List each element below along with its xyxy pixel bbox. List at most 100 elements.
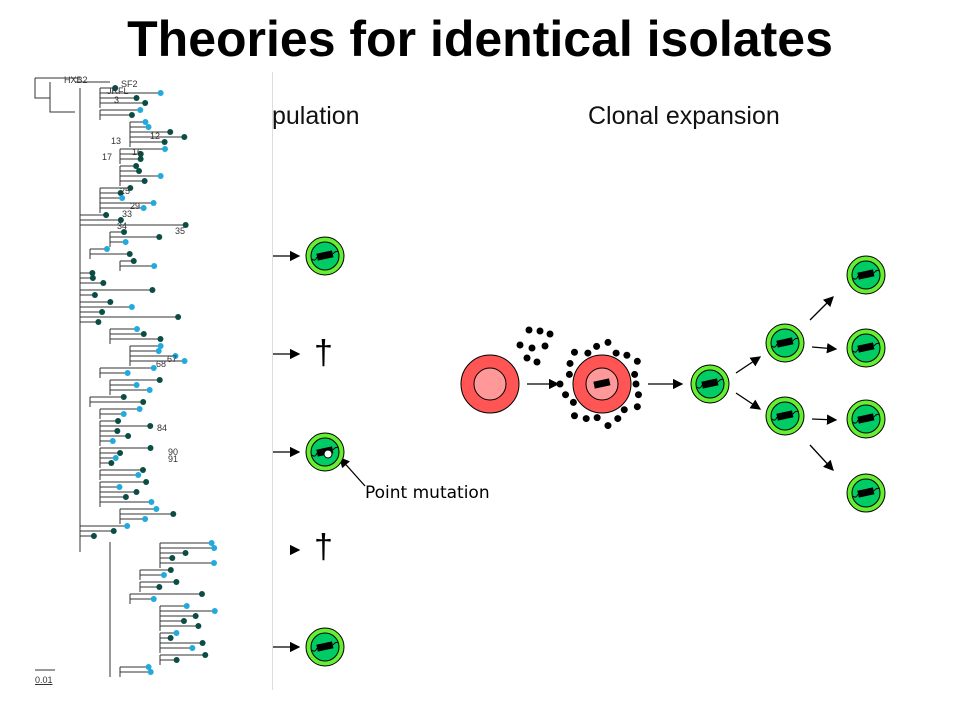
tree-leaf	[145, 124, 152, 130]
tree-leaf	[95, 319, 102, 325]
tree-leaf	[148, 499, 155, 505]
tree-leaf	[142, 100, 149, 106]
tree-leaf	[167, 635, 174, 641]
tree-leaf	[119, 195, 126, 201]
virion	[570, 412, 578, 420]
cell	[305, 236, 345, 276]
virion	[582, 415, 590, 423]
tree-leaf	[156, 377, 163, 383]
cell	[846, 328, 886, 368]
tree-leaf	[128, 304, 135, 310]
virion	[584, 349, 592, 357]
tree-leaf	[115, 418, 122, 424]
tree-leaf	[182, 550, 189, 556]
tree-leaf	[157, 173, 164, 179]
virion	[614, 415, 622, 423]
tree-leaf	[117, 217, 124, 223]
tree-label: 90	[168, 447, 179, 457]
tree-leaf	[133, 326, 140, 332]
left-heading: pulation	[272, 102, 360, 130]
arrow	[809, 296, 834, 321]
tree-leaf	[199, 640, 206, 646]
tree-leaf	[112, 85, 119, 91]
tree-leaf	[114, 428, 121, 434]
tree-leaf	[211, 608, 218, 614]
tree-leaf	[137, 107, 144, 113]
tree-leaf	[136, 406, 143, 412]
tree-leaf	[156, 234, 163, 240]
tree-leaf	[142, 119, 149, 125]
tree-leaf	[120, 411, 127, 417]
tree-label: HXB2	[64, 75, 88, 85]
tree-leaf	[172, 353, 179, 359]
tree-leaf	[173, 630, 180, 636]
tree-leaf	[180, 618, 187, 624]
tree-leaf	[157, 343, 164, 349]
tree-label: 34	[117, 221, 128, 231]
tree-leaf	[128, 112, 135, 118]
tree-leaf	[124, 523, 131, 529]
tree-leaf	[112, 455, 119, 461]
tree-leaf	[192, 613, 199, 619]
tree-leaf	[117, 190, 124, 196]
tree-leaf	[150, 596, 157, 602]
tree-label: 67	[167, 354, 178, 364]
tree-canvas	[34, 77, 218, 677]
arrow	[735, 356, 762, 374]
virion	[566, 359, 574, 367]
tree-leaf	[124, 370, 131, 376]
tree-leaf	[133, 163, 140, 169]
tree-leaf	[135, 472, 142, 478]
tree-leaf	[202, 652, 209, 658]
virion	[623, 351, 631, 359]
virion	[565, 370, 573, 378]
tree-leaf	[127, 185, 134, 191]
tree-leaf	[143, 479, 150, 485]
virion	[562, 391, 570, 399]
tree-leaf	[120, 394, 127, 400]
virion	[556, 380, 564, 388]
tree-leaf	[117, 450, 124, 456]
tree-label: 33	[122, 209, 133, 219]
tree-label: 25	[120, 186, 131, 196]
tree-leaf	[90, 533, 97, 539]
tree-leaf	[169, 555, 176, 561]
tree-leaf	[122, 494, 129, 500]
arrow	[339, 457, 366, 487]
tree-leaf	[181, 358, 188, 364]
tree-leaf	[147, 669, 154, 675]
tree-leaf	[126, 251, 133, 257]
infected-cell	[572, 354, 632, 414]
cell	[305, 627, 345, 667]
tree-leaf	[160, 572, 167, 578]
tree-leaf	[162, 146, 169, 152]
tree-leaf	[133, 382, 140, 388]
virion	[569, 398, 577, 406]
virions	[516, 326, 554, 366]
tree-leaf	[140, 331, 147, 337]
tree-leaf	[108, 460, 115, 466]
virion	[593, 414, 601, 422]
tree-leaf	[125, 433, 132, 439]
virion	[593, 342, 601, 350]
tree-leaf	[161, 139, 168, 145]
cell	[846, 255, 886, 295]
tree-label: 3	[114, 95, 120, 105]
tree-leaf	[195, 623, 202, 629]
tree-leaf	[182, 222, 189, 228]
right-heading: Clonal expansion	[588, 102, 780, 130]
cell	[846, 399, 886, 439]
tree-label: 17	[102, 152, 113, 162]
tree-leaf	[155, 348, 162, 354]
tree-leaf	[136, 168, 143, 174]
virion	[632, 380, 640, 388]
cell	[765, 396, 805, 436]
uninfected-cell	[460, 354, 520, 414]
tree-leaf	[122, 239, 129, 245]
tree-leaf	[208, 540, 215, 546]
dead-cell-dagger: †	[314, 334, 333, 372]
tree-leaf	[181, 134, 188, 140]
tree-leaf	[211, 545, 218, 551]
tree-leaf	[140, 399, 147, 405]
